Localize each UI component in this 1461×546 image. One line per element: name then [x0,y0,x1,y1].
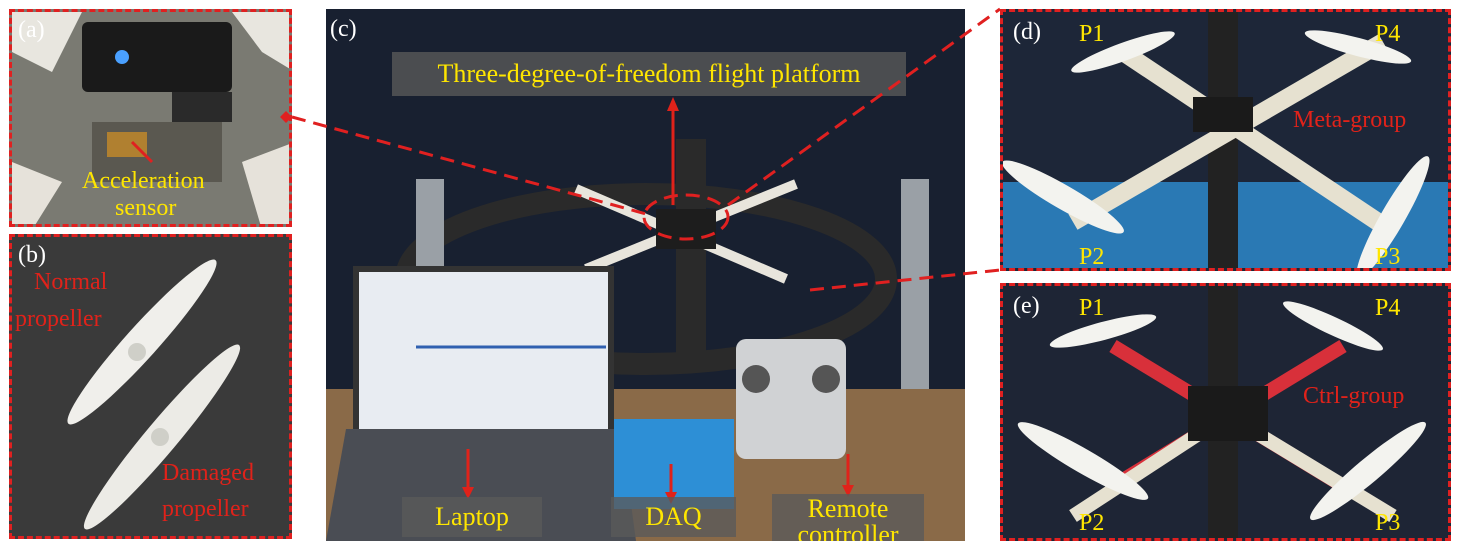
panel-d-photo [1003,12,1448,268]
panel-e-tag: (e) [1013,293,1040,319]
remote-controller-label-1: Remote [807,494,889,523]
panel-e-p3-label: P3 [1375,510,1401,536]
panel-e-photo [1017,286,1426,538]
panel-e-ctrl-group: (e) P1 P4 P2 P3 Ctrl-group [1000,283,1451,541]
acceleration-sensor-label-2: sensor [115,195,177,221]
acceleration-sensor-label-1: Acceleration [82,168,205,194]
panel-d-p1-label: P1 [1079,21,1105,47]
panel-e-p2-label: P2 [1079,510,1105,536]
normal-propeller-label-1: Normal [34,269,108,295]
panel-e-p1-label: P1 [1079,295,1105,321]
remote-controller-label-2: controller [797,520,899,542]
daq-label: DAQ [611,497,736,537]
damaged-propeller-label-2: propeller [162,496,249,522]
panel-e-p4-label: P4 [1375,295,1401,321]
normal-propeller-label-2: propeller [15,306,102,332]
panel-c-flight-platform: (c) Three-degree-of-freedom flight platf… [326,9,965,541]
panel-d-p4-label: P4 [1375,21,1401,47]
panel-b-photo [67,259,241,530]
meta-group-label: Meta-group [1293,107,1407,133]
damaged-propeller-label-1: Damaged [162,460,254,486]
platform-title: Three-degree-of-freedom flight platform [392,52,906,96]
panel-c-tag: (c) [330,16,357,42]
remote-controller-label: Remote controller [772,494,924,541]
panel-b-tag: (b) [18,242,46,268]
panel-d-tag: (d) [1013,19,1041,45]
panel-a-photo [12,12,289,224]
panel-a-tag: (a) [18,17,45,43]
panel-d-meta-group: (d) P1 P4 P2 P3 Meta-group [1000,9,1451,271]
ctrl-group-label: Ctrl-group [1303,383,1405,409]
panel-d-p3-label: P3 [1375,244,1401,270]
panel-b-propellers: (b) Normal propeller Damaged propeller [9,234,292,539]
panel-a-acceleration-sensor: (a) Acceleration sensor [9,9,292,227]
laptop-label: Laptop [402,497,542,537]
panel-d-p2-label: P2 [1079,244,1105,270]
